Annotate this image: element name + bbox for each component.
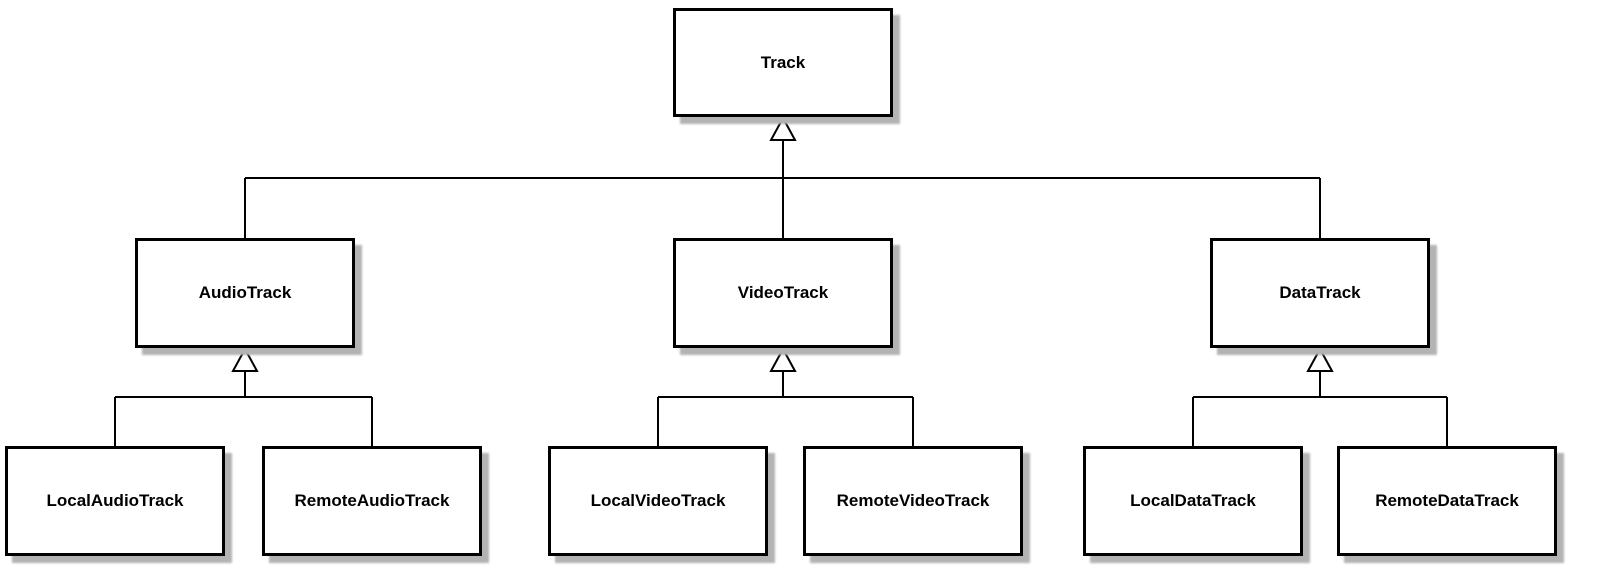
- class-node-remotedatatrack-label: RemoteDataTrack: [1375, 491, 1519, 510]
- class-node-track: Track: [673, 8, 893, 117]
- connector-track-children: [244, 140, 1321, 238]
- inheritance-arrow-videotrack: [769, 346, 797, 372]
- class-node-videotrack: VideoTrack: [673, 238, 893, 348]
- connector-videotrack-children: [657, 371, 914, 446]
- class-node-remotevideotrack: RemoteVideoTrack: [803, 446, 1023, 556]
- class-node-localvideotrack: LocalVideoTrack: [548, 446, 768, 556]
- class-node-localaudiotrack: LocalAudioTrack: [5, 446, 225, 556]
- connector-datatrack-children: [1192, 371, 1448, 446]
- class-node-audiotrack-label: AudioTrack: [198, 283, 292, 302]
- class-node-localaudiotrack-label: LocalAudioTrack: [46, 491, 184, 510]
- class-node-localvideotrack-label: LocalVideoTrack: [590, 491, 726, 510]
- inheritance-arrow-audiotrack: [231, 346, 259, 372]
- connector-audiotrack-children: [114, 371, 373, 446]
- class-node-datatrack-label: DataTrack: [1279, 283, 1361, 302]
- class-node-track-label: Track: [760, 52, 806, 72]
- class-node-localdatatrack: LocalDataTrack: [1083, 446, 1303, 556]
- class-node-remoteaudiotrack: RemoteAudioTrack: [262, 446, 482, 556]
- class-node-datatrack: DataTrack: [1210, 238, 1430, 348]
- class-node-remoteaudiotrack-label: RemoteAudioTrack: [294, 491, 450, 510]
- inheritance-arrow-track: [769, 115, 797, 141]
- class-node-remotevideotrack-label: RemoteVideoTrack: [836, 491, 990, 510]
- inheritance-arrow-datatrack: [1306, 346, 1334, 372]
- class-node-remotedatatrack: RemoteDataTrack: [1337, 446, 1557, 556]
- class-node-videotrack-label: VideoTrack: [737, 283, 829, 302]
- class-node-localdatatrack-label: LocalDataTrack: [1130, 491, 1256, 510]
- class-node-audiotrack: AudioTrack: [135, 238, 355, 348]
